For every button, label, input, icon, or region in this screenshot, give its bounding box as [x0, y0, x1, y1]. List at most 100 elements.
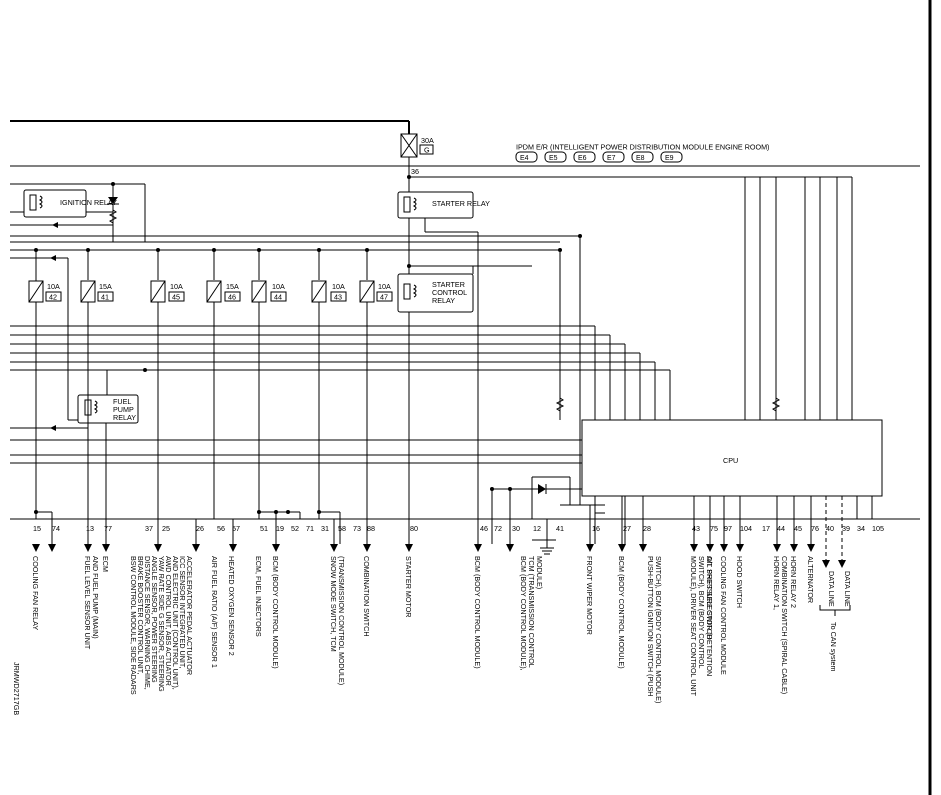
output-chassis-control-units: BSW CONTROL MODULE, SIDE RADARS BRAKE BO… [129, 556, 194, 697]
terminal-72: 72 [494, 524, 502, 533]
output-bcm-tcm: BCM (BODY CONTROL MODULE),TCM (TRANSMISS… [519, 556, 544, 671]
output-snow-mode-switch: SNOW MODE SWITCH, TCM(TRANSMISSION CONTR… [329, 556, 346, 685]
fuse-42: 10A 42 [28, 280, 62, 303]
output-data-line-2: DATA LINE [843, 571, 852, 607]
output-combination-switch: COMBINATION SWITCH [362, 556, 371, 637]
output-alternator: ALTERNATOR [806, 556, 815, 603]
output-oil-pressure-switch: OIL PRESSURE SWITCH [705, 556, 714, 639]
fuse-47: 10A 47 [359, 280, 393, 303]
fuse-43: 10A 43 [311, 280, 347, 303]
fuse-44-amps: 10A [272, 282, 285, 291]
terminal-75: 75 [710, 524, 718, 533]
output-starter-motor: STARTER MOTOR [404, 556, 413, 618]
terminal-51: 51 [260, 524, 268, 533]
output-cooling-fan-relay: COOLING FAN RELAY [31, 556, 40, 630]
main-fuse-letter: G [424, 146, 430, 155]
connector-e4: E4 [520, 155, 529, 162]
terminal-15: 15 [33, 524, 41, 533]
output-af-sensor: AIR FUEL RATIO (A/F) SENSOR 1 [210, 556, 219, 668]
terminal-97: 97 [724, 524, 732, 533]
output-hood-switch: HOOD SWITCH [735, 556, 744, 608]
terminal-34: 34 [857, 524, 865, 533]
terminal-52: 52 [291, 524, 299, 533]
terminal-44: 44 [777, 524, 785, 533]
terminal-labels: 15 74 13 77 37 25 26 56 57 51 19 52 71 3… [33, 524, 884, 533]
fuse-46-amps: 15A [226, 282, 239, 291]
terminal-45: 45 [794, 524, 802, 533]
fuse-44-num: 44 [274, 293, 282, 302]
ignition-resistor-icon [108, 209, 118, 224]
module-connectors: E4 E5 E6 E7 E8 E9 [515, 151, 683, 163]
main-fuse-amps: 30A [421, 136, 434, 145]
connector-e6: E6 [578, 155, 587, 162]
output-data-line-1: DATA LINE [827, 571, 836, 607]
main-fuse-pin: 36 [411, 167, 419, 176]
output-cooling-fan-control-module: COOLING FAN CONTROL MODULE [719, 556, 728, 675]
terminal-40: 40 [826, 524, 834, 533]
fuse-46-num: 46 [228, 293, 236, 302]
terminal-27: 27 [623, 524, 631, 533]
terminal-76: 76 [811, 524, 819, 533]
connector-e9: E9 [665, 155, 674, 162]
output-arrows [32, 544, 846, 568]
output-bcm-3: BCM (BODY CONTROL MODULE) [617, 556, 626, 669]
terminal-31: 31 [321, 524, 329, 533]
output-horn-relay-2: HORN RELAY 2 [789, 556, 798, 608]
terminal-12: 12 [533, 524, 541, 533]
fuse-47-num: 47 [380, 293, 388, 302]
terminal-57: 57 [232, 524, 240, 533]
terminal-17: 17 [762, 524, 770, 533]
fuse-43-amps: 10A [332, 282, 345, 291]
terminal-25: 25 [162, 524, 170, 533]
fuse-43-num: 43 [334, 293, 342, 302]
terminal-80: 80 [410, 524, 418, 533]
output-ecm-fuel-injectors: ECM, FUEL INJECTORS [254, 556, 263, 637]
starter-relay-label: STARTER RELAY [432, 199, 490, 208]
ground-diode [538, 484, 546, 494]
pull-up-resistor-b [771, 397, 781, 412]
output-wires [35, 250, 873, 560]
terminal-26: 26 [196, 524, 204, 533]
terminal-71: 71 [306, 524, 314, 533]
output-horn-relay-1: HORN RELAY 1,COMBINATION SWITCH (SPIRAL … [772, 556, 789, 694]
terminal-28: 28 [643, 524, 651, 533]
fuse-41-amps: 15A [99, 282, 112, 291]
ignition-relay-label: IGNITION RELAY [60, 198, 117, 207]
output-ecm: ECM [101, 556, 110, 572]
connector-e7: E7 [607, 155, 616, 162]
terminal-104: 104 [740, 524, 752, 533]
fuse-45-num: 45 [172, 293, 180, 302]
terminal-41: 41 [556, 524, 564, 533]
terminal-58: 58 [338, 524, 346, 533]
terminal-13: 13 [86, 524, 94, 533]
terminal-56: 56 [217, 524, 225, 533]
terminal-105: 105 [872, 524, 884, 533]
can-note: To CAN system [829, 622, 838, 672]
connector-e8: E8 [636, 155, 645, 162]
output-heated-oxygen-sensor: HEATED OXYGEN SENSOR 2 [227, 556, 236, 656]
ignition-relay: IGNITION RELAY [23, 189, 117, 218]
terminal-46: 46 [480, 524, 488, 533]
terminal-88: 88 [367, 524, 375, 533]
terminal-19: 19 [276, 524, 284, 533]
terminal-30: 30 [512, 524, 520, 533]
fuse-47-amps: 10A [378, 282, 391, 291]
output-bcm-2: BCM (BODY CONTROL MODULE) [473, 556, 482, 669]
connector-e5: E5 [549, 155, 558, 162]
pull-up-resistor-a [555, 397, 565, 412]
starter-relay: STARTER RELAY [397, 191, 490, 219]
module-title: IPDM E/R (INTELLIGENT POWER DISTRIBUTION… [516, 143, 769, 152]
figure-code: JRMWD2717GB [12, 662, 21, 715]
output-labels: COOLING FAN RELAY FUEL LEVEL SENSOR UNIT… [31, 556, 852, 703]
terminal-73: 73 [353, 524, 361, 533]
output-front-wiper-motor: FRONT WIPER MOTOR [585, 556, 594, 635]
terminal-39: 39 [842, 524, 850, 533]
output-fuel-level-sensor: FUEL LEVEL SENSOR UNITAND FUEL PUMP (MAI… [83, 556, 100, 650]
output-at-shift-selector: A/T SHIFT SELECTOR (DETENTIONSWITCH), BC… [689, 556, 714, 697]
output-bcm-1: BCM (BODY CONTROL MODULE) [271, 556, 280, 669]
fuse-42-amps: 10A [47, 282, 60, 291]
